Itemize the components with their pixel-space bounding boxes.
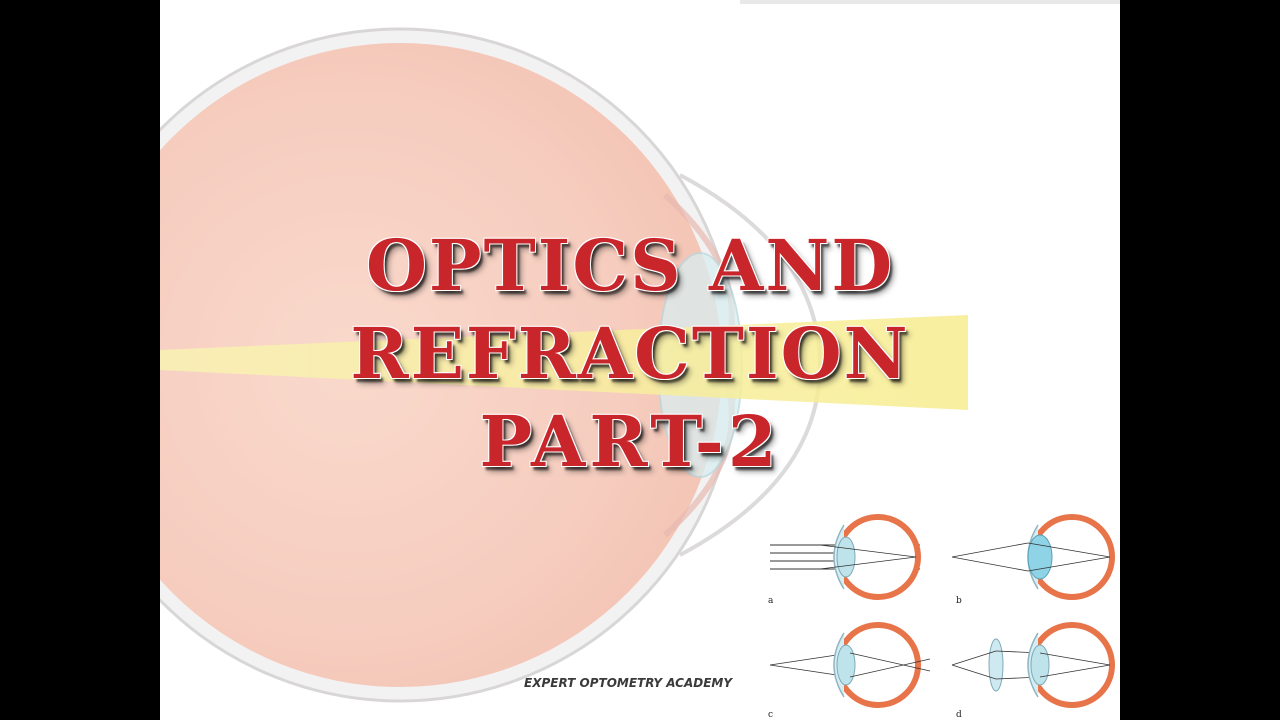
letterbox-right — [1120, 0, 1280, 720]
panel-label-a: a — [768, 596, 774, 606]
background-eye-illustration — [160, 0, 1120, 703]
letterbox-left — [0, 0, 160, 720]
diagram-panel-d: d — [951, 622, 1115, 720]
academy-watermark: EXPERT OPTOMETRY ACADEMY — [524, 676, 733, 690]
panel-label-c: c — [768, 710, 773, 720]
panel-label-b: b — [956, 596, 962, 606]
title-line-3: PART-2 — [479, 400, 781, 483]
title-block: OPTICS AND REFRACTION PART-2 — [310, 222, 950, 486]
diagram-panel-b: b — [951, 514, 1115, 606]
diagram-panel-a: a — [768, 514, 921, 606]
refraction-diagrams: a b c — [768, 514, 1115, 720]
slide: OPTICS AND REFRACTION PART-2 a b — [160, 0, 1120, 720]
title-line-2: REFRACTION — [350, 312, 910, 395]
diagram-panel-c: c — [768, 622, 931, 720]
title-line-1: OPTICS AND — [365, 224, 895, 307]
panel-label-d: d — [956, 710, 962, 720]
light-beam — [160, 315, 968, 410]
